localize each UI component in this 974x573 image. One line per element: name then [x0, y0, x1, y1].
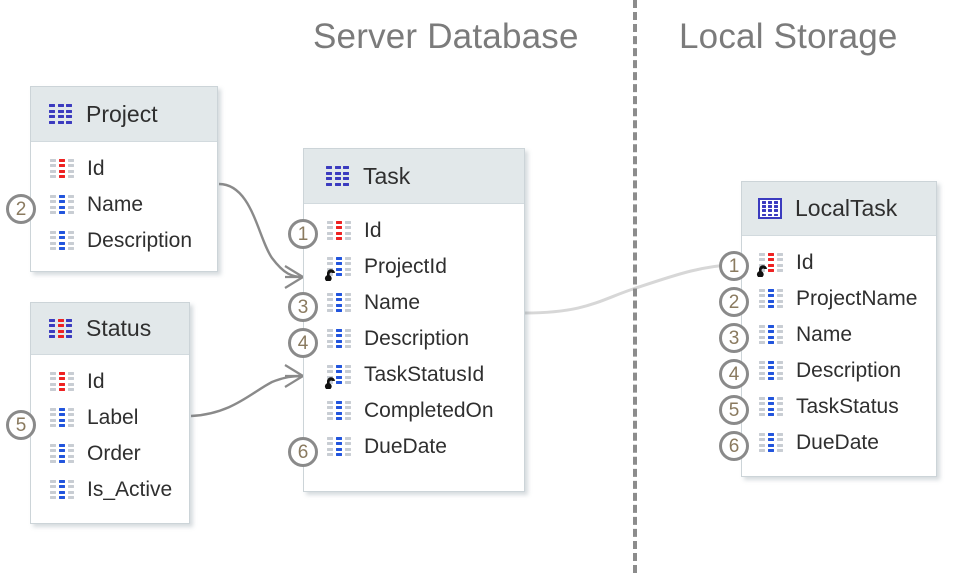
field-label: ProjectId [364, 255, 447, 278]
field-label: Id [364, 219, 382, 242]
column-icon [50, 479, 74, 501]
connector-status-to-task [190, 364, 304, 418]
field-row[interactable]: Description [759, 353, 936, 389]
badge-task-name[interactable]: 3 [288, 292, 318, 322]
column-key-foreign-icon [756, 252, 783, 277]
badge-localtask-id[interactable]: 1 [719, 251, 749, 281]
column-icon [759, 324, 783, 346]
field-row[interactable]: TaskStatus [759, 389, 936, 425]
table-grid-icon [49, 318, 72, 339]
field-row[interactable]: Id [50, 364, 189, 400]
badge-task-id[interactable]: 1 [288, 219, 318, 249]
column-icon [50, 407, 74, 429]
field-label: Description [364, 327, 470, 350]
field-row[interactable]: Order [50, 436, 189, 472]
column-foreign-icon [324, 256, 351, 281]
badge-task-duedate[interactable]: 6 [288, 437, 318, 467]
field-row[interactable]: DueDate [327, 429, 524, 465]
entity-task-fields: Id ProjectId Name Description TaskStatus… [304, 204, 524, 476]
badge-localtask-taskstatus[interactable]: 5 [719, 395, 749, 425]
entity-project-fields: Id Name Description [31, 142, 217, 270]
field-label: Name [87, 193, 144, 216]
entity-task[interactable]: Task Id ProjectId Name Description TaskS… [303, 148, 525, 492]
storage-divider [633, 0, 637, 573]
heading-local-storage: Local Storage [679, 17, 898, 56]
field-row[interactable]: ProjectId [324, 249, 524, 285]
field-row[interactable]: Name [327, 285, 524, 321]
field-row[interactable]: TaskStatusId [324, 357, 524, 393]
entity-localtask-title: LocalTask [795, 195, 898, 221]
field-row[interactable]: Description [50, 223, 217, 259]
field-row[interactable]: Description [327, 321, 524, 357]
column-icon [50, 194, 74, 216]
column-icon [759, 288, 783, 310]
field-label: Name [364, 291, 421, 314]
field-label: DueDate [364, 435, 447, 458]
entity-status-title: Status [86, 315, 152, 341]
field-label: Description [87, 229, 193, 252]
field-label: TaskStatus [796, 395, 899, 418]
field-label: Description [796, 359, 902, 382]
field-label: Id [87, 157, 105, 180]
field-label: DueDate [796, 431, 879, 454]
entity-localtask-fields: Id ProjectName Name Description TaskStat… [742, 236, 936, 472]
column-icon [327, 436, 351, 458]
entity-status-fields: Id Label Order Is_Active [31, 355, 189, 519]
entity-task-title: Task [363, 162, 411, 189]
field-row[interactable]: Name [759, 317, 936, 353]
badge-localtask-duedate[interactable]: 6 [719, 431, 749, 461]
table-grid-icon [49, 104, 72, 124]
column-icon [50, 230, 74, 252]
field-label: CompletedOn [364, 399, 494, 422]
table-outline-icon [758, 198, 782, 219]
field-row[interactable]: Id [327, 213, 524, 249]
badge-localtask-projectname[interactable]: 2 [719, 287, 749, 317]
field-label: TaskStatusId [364, 363, 485, 386]
field-row[interactable]: Id [50, 151, 217, 187]
entity-project-header: Project [31, 87, 217, 142]
column-icon [759, 396, 783, 418]
column-key-icon [50, 371, 74, 393]
field-row[interactable]: Name [50, 187, 217, 223]
entity-localtask-header: LocalTask [742, 182, 936, 236]
column-icon [327, 400, 351, 422]
field-label: Order [87, 442, 141, 465]
field-label: Id [87, 370, 105, 393]
entity-task-header: Task [304, 149, 524, 204]
column-key-icon [50, 158, 74, 180]
badge-localtask-description[interactable]: 4 [719, 359, 749, 389]
badge-localtask-name[interactable]: 3 [719, 323, 749, 353]
column-icon [759, 432, 783, 454]
entity-status[interactable]: Status Id Label Order Is_Active [30, 302, 190, 524]
column-icon [327, 328, 351, 350]
table-grid-icon [326, 166, 349, 186]
field-row[interactable]: Is_Active [50, 472, 189, 508]
column-icon [327, 292, 351, 314]
column-icon [50, 443, 74, 465]
heading-server-database: Server Database [313, 17, 579, 56]
entity-status-header: Status [31, 303, 189, 355]
badge-status-label[interactable]: 5 [6, 410, 36, 440]
field-label: ProjectName [796, 287, 918, 310]
column-key-icon [327, 220, 351, 242]
field-label: Name [796, 323, 853, 346]
badge-project-name[interactable]: 2 [6, 194, 36, 224]
entity-localtask[interactable]: LocalTask Id ProjectName Name Descriptio… [741, 181, 937, 477]
entity-project-title: Project [86, 100, 158, 127]
field-row[interactable]: CompletedOn [327, 393, 524, 429]
column-foreign-icon [324, 364, 351, 389]
field-label: Label [87, 406, 139, 429]
field-row[interactable]: DueDate [759, 425, 936, 461]
field-row[interactable]: ProjectName [759, 281, 936, 317]
entity-project[interactable]: Project Id Name Description [30, 86, 218, 272]
field-row[interactable]: Id [756, 245, 936, 281]
field-label: Id [796, 251, 814, 274]
field-label: Is_Active [87, 478, 173, 501]
field-row[interactable]: Label [50, 400, 189, 436]
badge-task-description[interactable]: 4 [288, 328, 318, 358]
column-icon [759, 360, 783, 382]
